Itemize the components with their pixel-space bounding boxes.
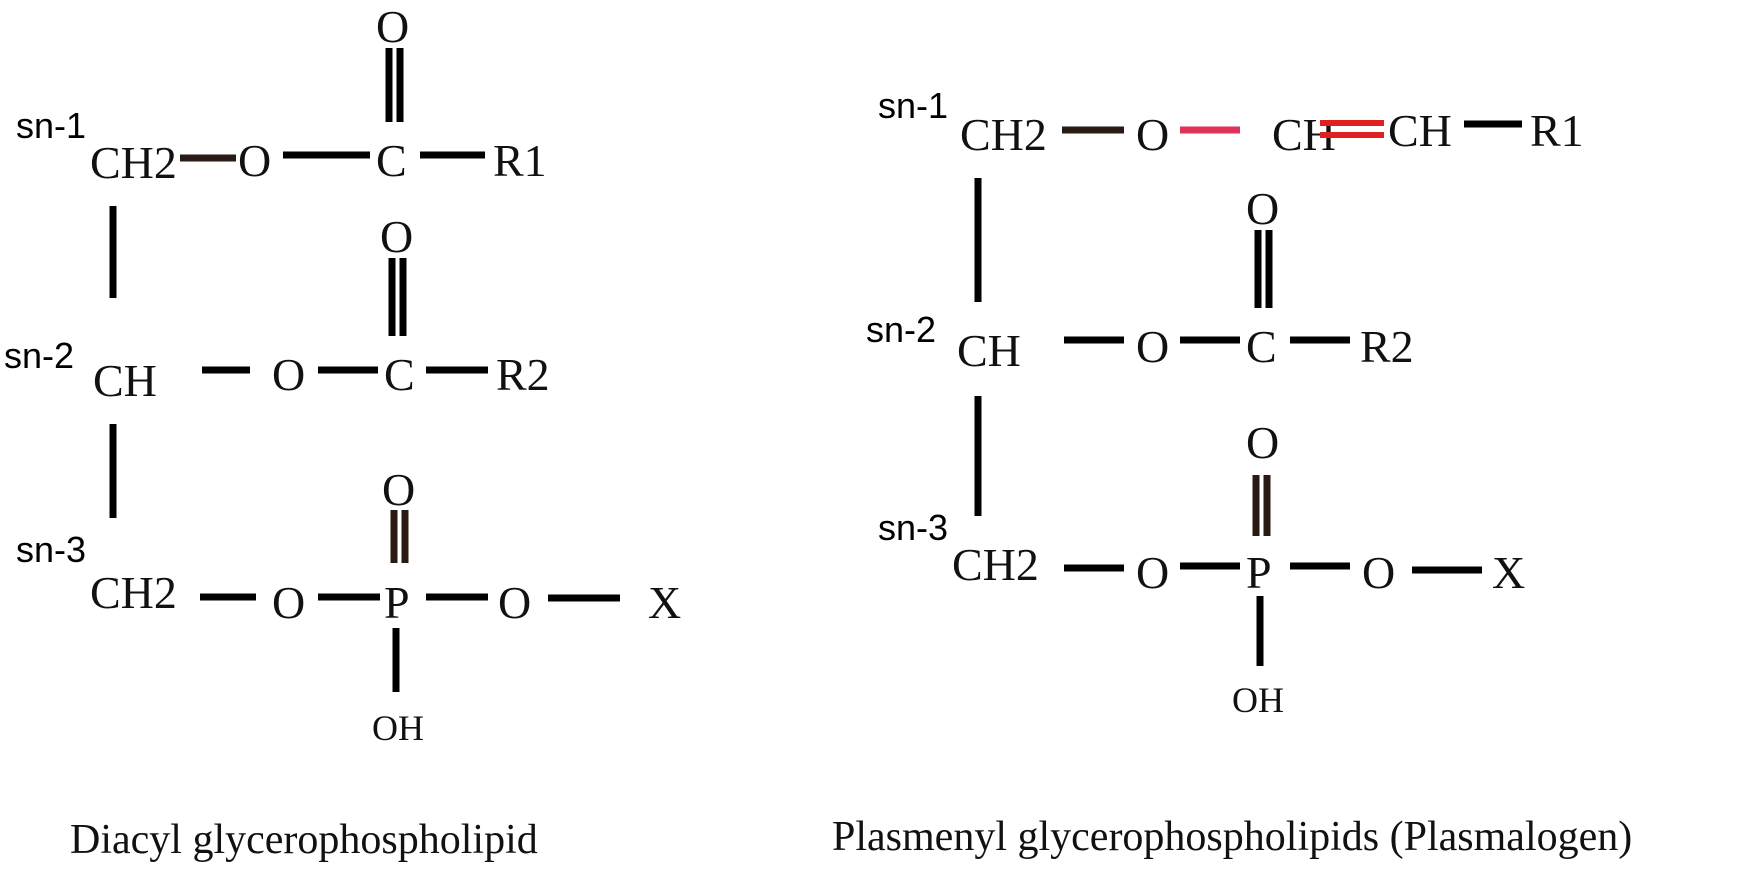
diacyl-sn1-chain: R1 <box>493 135 547 186</box>
diacyl-sn2-oxygen: O <box>272 349 305 400</box>
diacyl-sn1-carbonyl-oxygen: O <box>376 1 409 52</box>
plasmenyl-vinyl-ch-2: CH <box>1388 105 1452 156</box>
plasmenyl-sn1-oxygen: O <box>1136 109 1169 160</box>
plasmenyl-sn2-chain: R2 <box>1360 321 1414 372</box>
diacyl-sn1-ch2: CH2 <box>90 137 177 188</box>
plasmenyl-headgroup: X <box>1492 547 1525 598</box>
plasmenyl-sn1-label: sn-1 <box>878 85 948 126</box>
diacyl-sn3-ch2: CH2 <box>90 567 177 618</box>
diacyl-caption: Diacyl glycerophospholipid <box>70 817 538 863</box>
diacyl-sn3-oxygen: O <box>272 577 305 628</box>
diacyl-sn2-chain: R2 <box>496 349 550 400</box>
diacyl-sn2-carbonyl-oxygen: O <box>380 211 413 262</box>
plasmenyl-sn2-carbon: C <box>1246 321 1277 372</box>
plasmenyl-sn2-label: sn-2 <box>866 309 936 350</box>
plasmenyl-sn3-ch2: CH2 <box>952 539 1039 590</box>
plasmenyl-sn2-carbonyl-oxygen: O <box>1246 183 1279 234</box>
plasmenyl-caption: Plasmenyl glycerophospholipids (Plasmalo… <box>832 814 1632 860</box>
plasmenyl-sn1-chain: R1 <box>1530 105 1584 156</box>
plasmenyl-phosphoryl-oxygen: O <box>1246 417 1279 468</box>
diacyl-phosphoryl-oxygen: O <box>382 464 415 515</box>
plasmenyl-sn2-oxygen: O <box>1136 321 1169 372</box>
plasmenyl-hydroxyl: OH <box>1232 680 1284 720</box>
diacyl-sn3-label: sn-3 <box>16 529 86 570</box>
diacyl-sn2-label: sn-2 <box>4 335 74 376</box>
diacyl-headgroup: X <box>648 577 681 628</box>
plasmenyl-sn3-label: sn-3 <box>878 507 948 548</box>
plasmenyl-structure: sn-1 CH2 O CH CH R1 sn-2 CH O C R2 O sn-… <box>866 85 1584 720</box>
plasmenyl-sn2-ch: CH <box>957 325 1021 376</box>
diacyl-sn2-ch: CH <box>93 355 157 406</box>
diacyl-sn1-carbon: C <box>376 135 407 186</box>
plasmenyl-phosphorus: P <box>1246 547 1272 598</box>
diacyl-sn1-oxygen: O <box>238 135 271 186</box>
plasmenyl-sn1-ch2: CH2 <box>960 109 1047 160</box>
diacyl-phosphorus: P <box>384 577 410 628</box>
diacyl-ester-oxygen: O <box>498 577 531 628</box>
plasmenyl-ester-oxygen: O <box>1362 547 1395 598</box>
diacyl-sn1-label: sn-1 <box>16 105 86 146</box>
plasmenyl-sn3-oxygen: O <box>1136 547 1169 598</box>
diacyl-hydroxyl: OH <box>372 708 424 748</box>
diacyl-sn2-carbon: C <box>384 349 415 400</box>
diacyl-structure: sn-1 CH2 O C R1 O sn-2 CH O C R2 O sn-3 … <box>4 1 681 748</box>
